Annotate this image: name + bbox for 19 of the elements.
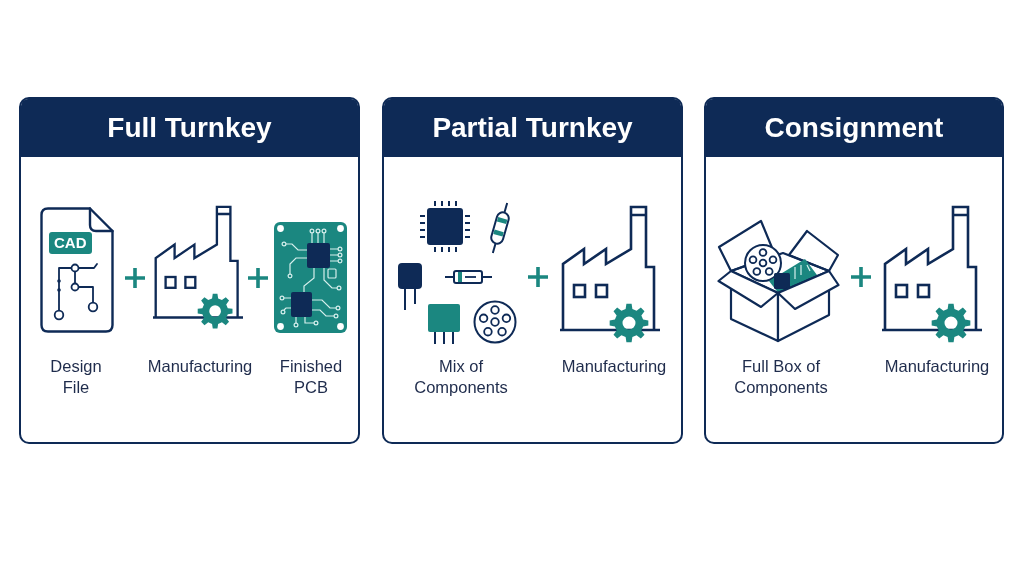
item-caption: Finished PCB [279, 356, 343, 398]
item-caption: Manufacturing [884, 356, 990, 377]
document-illustration [40, 207, 114, 333]
panel-header: Partial Turnkey [384, 99, 681, 157]
item-caption: Mix of Components [414, 356, 508, 398]
file-type-tag: CAD [49, 232, 92, 254]
circuit-board-illustration [274, 222, 347, 333]
item-caption: Design File [50, 356, 102, 398]
factory-illustration [153, 205, 243, 331]
panel-header: Consignment [706, 99, 1002, 157]
item-caption: Manufacturing [147, 356, 253, 377]
factory-illustration [560, 205, 660, 345]
panel-card [19, 97, 360, 444]
factory-illustration [882, 205, 982, 345]
panel-header: Full Turnkey [21, 99, 358, 157]
panel-card [704, 97, 1004, 444]
item-caption: Full Box of Components [734, 356, 828, 398]
panel-card [382, 97, 683, 444]
item-caption: Manufacturing [561, 356, 667, 377]
